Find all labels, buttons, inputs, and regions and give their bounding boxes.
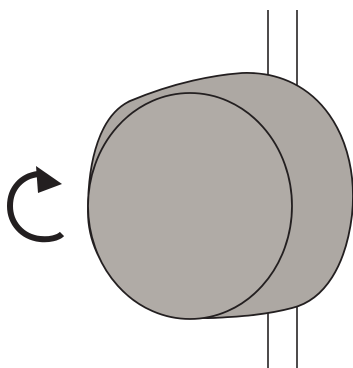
rotate-arrow-icon bbox=[6, 166, 65, 243]
rotate-arrow-head bbox=[36, 166, 62, 193]
knob-face bbox=[87, 92, 293, 320]
knob-cylinder-icon bbox=[87, 72, 353, 320]
rotate-arrow-arc bbox=[6, 171, 65, 243]
